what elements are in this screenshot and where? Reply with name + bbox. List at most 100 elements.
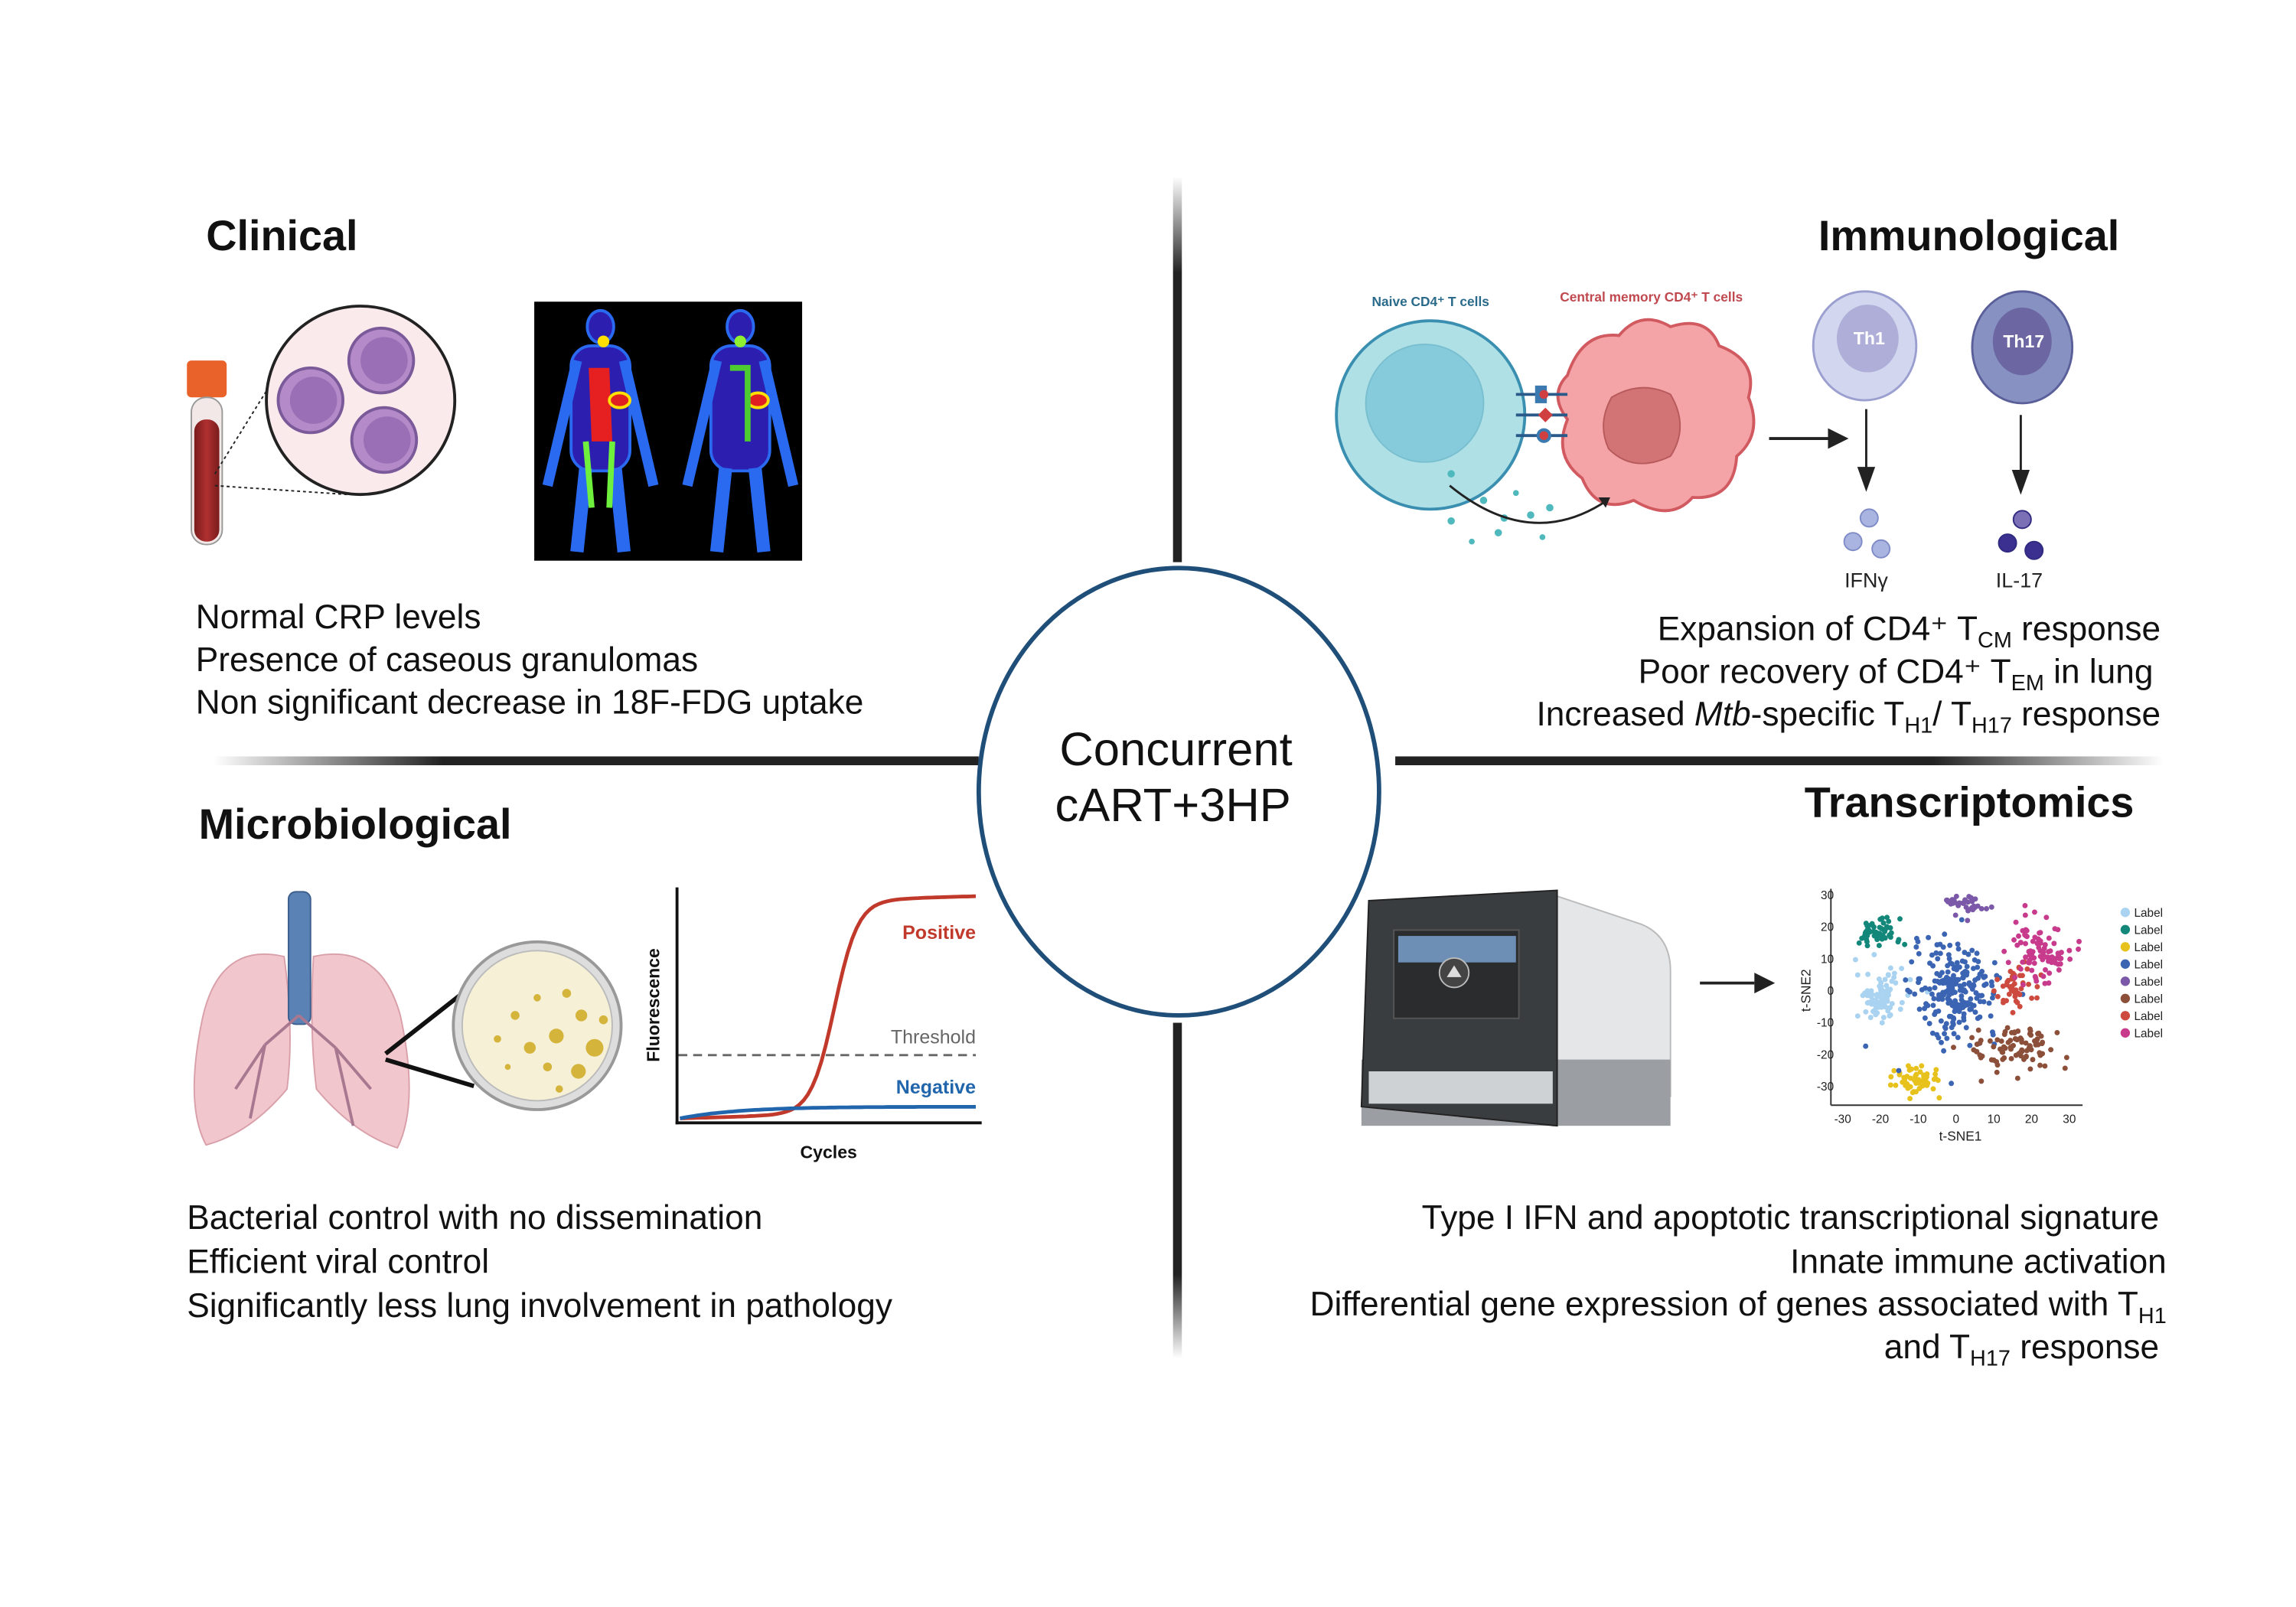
qpcr-positive-label: Positive — [902, 922, 976, 944]
tsne-point — [1987, 1038, 1993, 1044]
immunological-finding-3: Increased Mtb-specific TH1/ TH17 respons… — [1536, 696, 2161, 738]
tsne-point — [1979, 993, 1985, 999]
tsne-point — [2047, 970, 2053, 976]
tsne-point — [1981, 974, 1987, 980]
tsne-point — [1948, 1014, 1954, 1019]
tsne-x-tick: 20 — [2025, 1113, 2038, 1126]
tsne-point — [1883, 998, 1890, 1004]
tsne-point — [1950, 1019, 1955, 1025]
tsne-point — [1951, 973, 1956, 979]
tsne-point — [2014, 942, 2020, 948]
tsne-point — [1864, 939, 1870, 945]
tsne-point — [1891, 1068, 1897, 1074]
tsne-point — [2017, 992, 2023, 998]
tsne-point — [2076, 938, 2082, 944]
tsne-point — [1966, 982, 1972, 987]
tsne-point — [1972, 1009, 1978, 1015]
tsne-point — [2006, 991, 2012, 997]
tsne-point — [1885, 1006, 1891, 1011]
tsne-point — [1882, 976, 1888, 983]
tsne-point — [2020, 959, 2026, 965]
tsne-point — [1944, 1035, 1950, 1041]
tsne-point — [1942, 1031, 1948, 1037]
tsne-point — [1977, 999, 1983, 1005]
tsne-point — [2022, 912, 2028, 918]
tsne-point — [1921, 1072, 1927, 1078]
tsne-point — [1913, 944, 1919, 950]
tsne-point — [1886, 988, 1892, 994]
tsne-point — [2053, 960, 2059, 966]
tsne-point — [1937, 973, 1943, 979]
memory-cell-label: Central memory CD4⁺ T cells — [1560, 289, 1743, 305]
tsne-point — [1878, 989, 1884, 995]
tsne-point — [2001, 997, 2007, 1003]
tsne-point — [1947, 942, 1953, 948]
tsne-point — [1952, 912, 1958, 918]
tsne-point — [1897, 916, 1903, 922]
tsne-point — [2048, 1047, 2054, 1053]
tsne-point — [2017, 966, 2024, 972]
tsne-point — [1962, 959, 1968, 965]
pet-ct-scan-image — [534, 302, 803, 561]
tsne-point — [1938, 1018, 1944, 1024]
tsne-point — [1941, 977, 1947, 983]
tsne-point — [2042, 1063, 2048, 1069]
transcriptomics-heading: Transcriptomics — [1805, 778, 2135, 826]
tsne-legend-swatch — [2120, 993, 2131, 1003]
tsne-point — [1854, 972, 1861, 978]
tsne-point — [1941, 992, 1947, 998]
tsne-legend-swatch — [2120, 1011, 2131, 1021]
tsne-point — [1870, 924, 1877, 930]
tsne-legend-swatch — [2120, 976, 2131, 986]
tsne-point — [2055, 927, 2061, 933]
qpcr-negative-curve — [679, 1104, 976, 1120]
tsne-legend-swatch — [2120, 1028, 2131, 1038]
transcriptomics-finding-1: Type I IFN and apoptotic transcriptional… — [1422, 1199, 2160, 1237]
tsne-point — [1926, 1021, 1932, 1026]
tsne-point — [2020, 973, 2025, 979]
divider-vertical-bottom — [1172, 1022, 1182, 1358]
tsne-point — [1867, 1015, 1874, 1021]
divider-horizontal-right — [1395, 756, 2164, 765]
tsne-legend-swatch — [2120, 908, 2131, 918]
tsne-point — [2040, 957, 2046, 963]
th1-label: Th1 — [1854, 328, 1885, 348]
tsne-point — [1990, 1029, 1995, 1035]
qpcr-chart: Positive Threshold Negative Cycles Fluor… — [644, 887, 982, 1162]
tsne-point — [1991, 960, 1998, 966]
tsne-point — [1910, 1090, 1916, 1096]
tsne-point — [1912, 991, 1918, 997]
tsne-point — [2014, 1036, 2020, 1042]
tsne-point — [1950, 976, 1955, 983]
tsne-point — [1909, 959, 1915, 965]
center-title-line2: cART+3HP — [1055, 779, 1291, 832]
qpcr-positive-curve — [680, 894, 977, 1120]
tsne-point — [1862, 990, 1868, 996]
tsne-y-label: t-SNE2 — [1798, 969, 1813, 1012]
tsne-point — [1936, 1095, 1942, 1101]
tsne-point — [2051, 940, 2057, 947]
tsne-point — [2067, 957, 2073, 962]
tsne-point — [1932, 1071, 1939, 1077]
tsne-point — [1974, 950, 1980, 957]
tsne-point — [1977, 971, 1983, 977]
tsne-point — [1852, 957, 1858, 963]
tsne-point — [1864, 927, 1870, 933]
tsne-point — [2013, 998, 2019, 1004]
tsne-point — [1955, 1035, 1961, 1041]
tsne-point — [2040, 1039, 2046, 1045]
tsne-point — [1905, 987, 1911, 993]
tsne-point — [1876, 943, 1882, 949]
tsne-point — [1919, 987, 1925, 993]
tsne-point — [2014, 1075, 2020, 1081]
tsne-point — [2042, 980, 2048, 986]
tsne-point — [2056, 956, 2062, 961]
tsne-point — [1916, 950, 1922, 957]
transcriptomics-finding-3: Differential gene expression of genes as… — [1310, 1286, 2167, 1328]
tsne-point — [1986, 1000, 1992, 1006]
tsne-point — [2043, 966, 2048, 973]
tsne-point — [1949, 990, 1955, 996]
tsne-point — [2011, 937, 2017, 943]
tsne-point — [2029, 995, 2035, 1001]
tsne-point — [1863, 1009, 1869, 1015]
